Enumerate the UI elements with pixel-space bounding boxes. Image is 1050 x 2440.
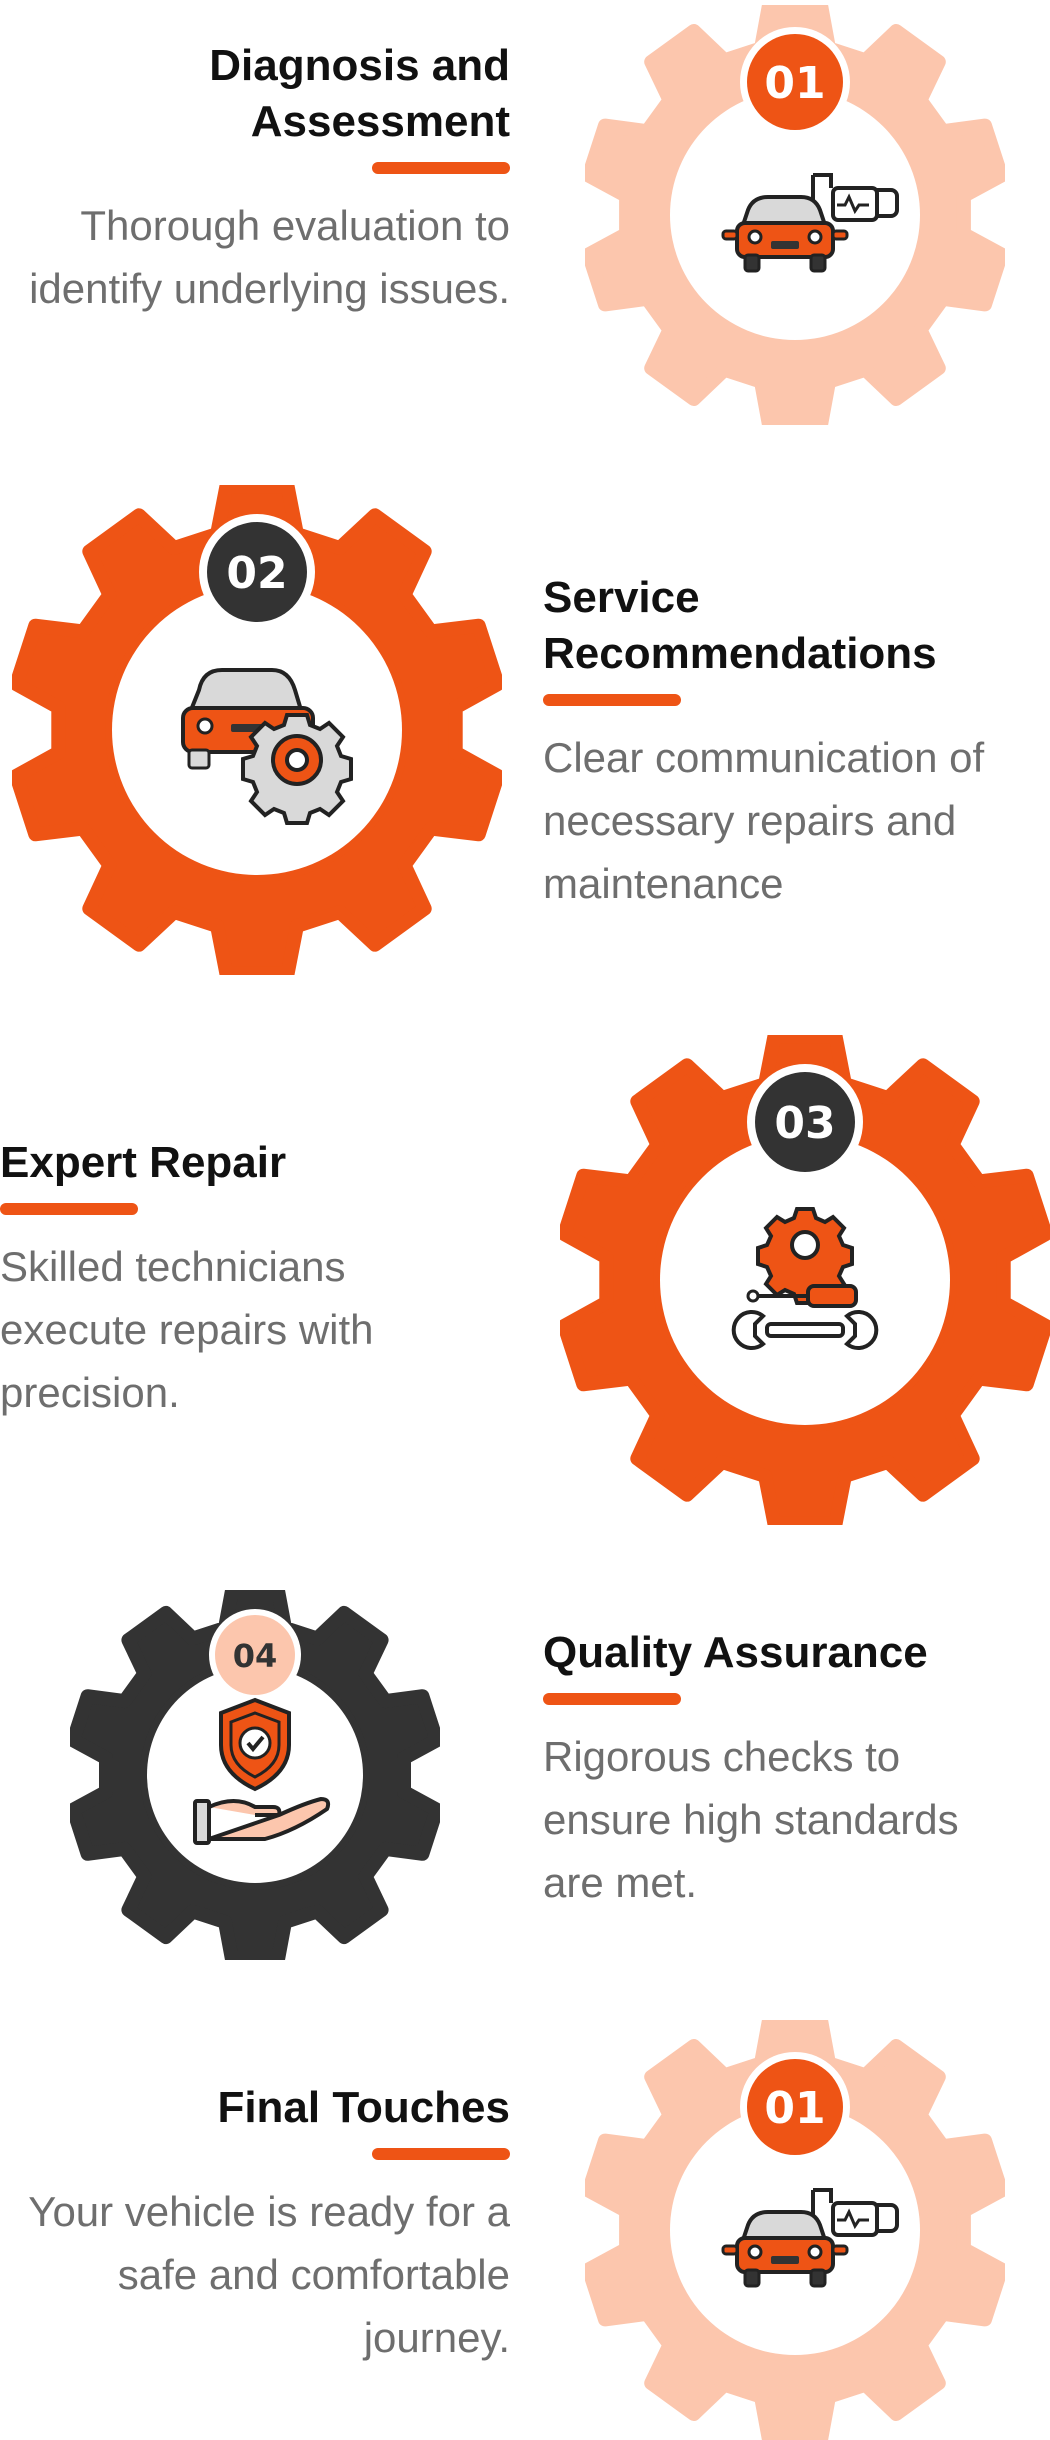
step-5-description: Your vehicle is ready for a safe and com… — [28, 2188, 510, 2361]
car-diagnostic-icon — [721, 2188, 899, 2288]
step-5-gear: 01 — [585, 2020, 1005, 2440]
step-5-underline — [372, 2148, 510, 2160]
step-4-underline — [543, 1693, 681, 1705]
step-3-description: Skilled technicians execute repairs with… — [0, 1243, 374, 1416]
step-2-badge — [207, 522, 307, 622]
step-3-number: 03 — [774, 1098, 835, 1149]
step-3-badge — [755, 1072, 855, 1172]
step-1-gear: 01 — [585, 5, 1005, 425]
step-1-title: Diagnosis and Assessment — [209, 41, 510, 146]
step-5-number: 01 — [764, 2083, 825, 2134]
small-gear-icon — [241, 713, 353, 825]
step-5-text: Final Touches Your vehicle is ready for … — [0, 2080, 510, 2369]
step-2-number: 02 — [226, 548, 287, 599]
step-2-description: Clear communication of necessary repairs… — [543, 734, 985, 907]
step-3-gear: 03 — [560, 1035, 1050, 1525]
step-1-number: 01 — [764, 58, 825, 109]
step-2-underline — [543, 694, 681, 706]
step-3-underline — [0, 1203, 138, 1215]
step-5-badge — [747, 2059, 843, 2155]
step-1-description: Thorough evaluation to identify underlyi… — [29, 202, 510, 312]
gear-icon — [560, 1035, 1050, 1525]
step-4-badge — [215, 1615, 295, 1695]
step-4-title: Quality Assurance — [543, 1628, 928, 1677]
gear-icon — [585, 5, 1005, 425]
step-2-gear: 02 — [12, 485, 502, 975]
step-2-text: Service Recommendations Clear communicat… — [543, 570, 1023, 915]
step-1-badge — [747, 34, 843, 130]
tools-icon — [731, 1207, 879, 1350]
car-gear-icon — [181, 668, 353, 825]
step-4-text: Quality Assurance Rigorous checks to ens… — [543, 1625, 1023, 1914]
step-4-number: 04 — [233, 1637, 278, 1675]
step-3-text: Expert Repair Skilled technicians execut… — [0, 1135, 460, 1424]
step-4-gear: 04 — [70, 1590, 440, 1960]
step-1-underline — [372, 162, 510, 174]
step-3-title: Expert Repair — [0, 1138, 287, 1187]
step-1-text: Diagnosis and Assessment Thorough evalua… — [0, 38, 510, 320]
shield-hand-icon — [193, 1697, 331, 1845]
car-diagnostic-icon — [721, 173, 899, 273]
step-5-title: Final Touches — [217, 2083, 510, 2132]
step-2-title: Service Recommendations — [543, 573, 937, 678]
step-4-description: Rigorous checks to ensure high standards… — [543, 1733, 959, 1906]
